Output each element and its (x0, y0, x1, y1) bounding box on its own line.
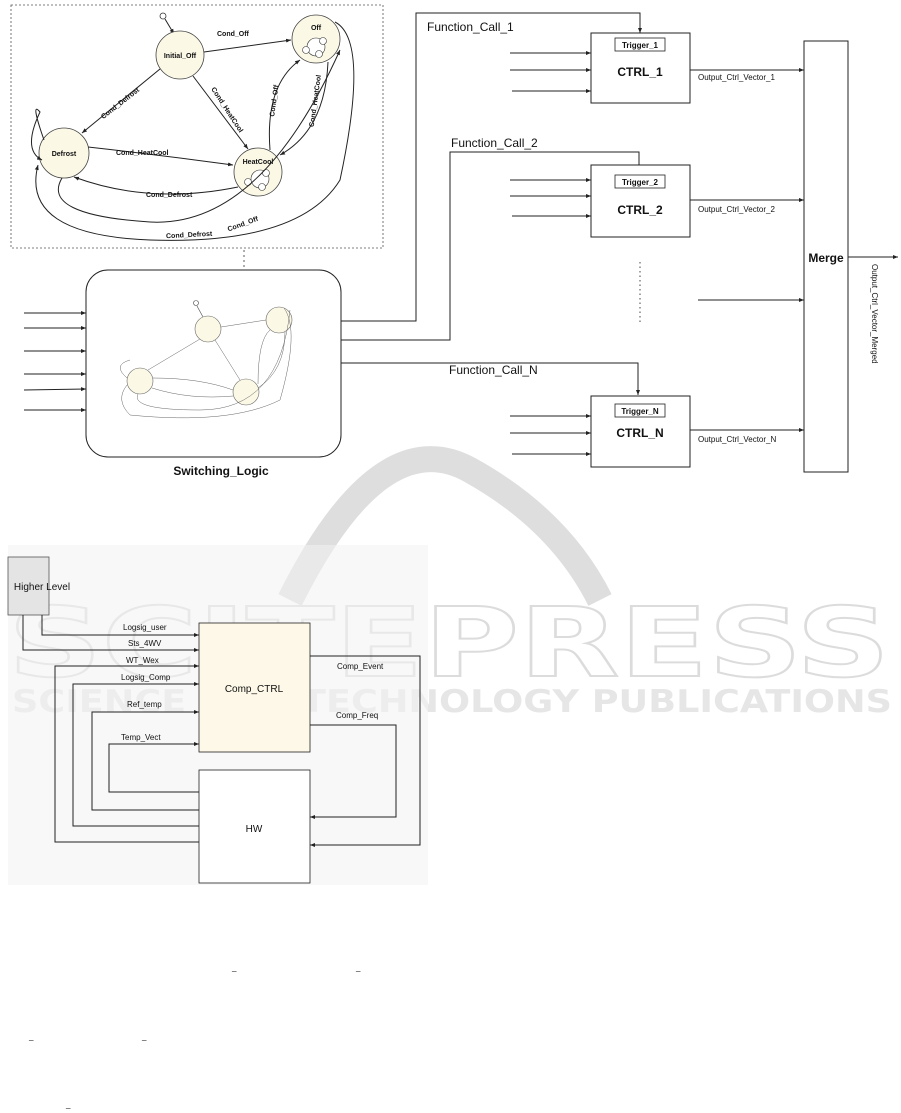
function-call-lines: Function_Call_1 Function_Call_2 Function… (341, 12, 642, 395)
transition-off-heatcool: Cond_HeatCool (309, 74, 323, 127)
statechart: Initial_Off Off Defrost HeatCool Cond_Of… (10, 4, 384, 249)
ctrl-2-block: Trigger_2 CTRL_2 Output_Ctrl_Vector_2 (510, 164, 804, 238)
output-ctrl-vector-2-label: Output_Ctrl_Vector_2 (698, 205, 775, 214)
output-ctrl-vector-n-label: Output_Ctrl_Vector_N (698, 435, 776, 444)
state-off-substates (302, 37, 327, 58)
trigger-2-label: Trigger_2 (622, 178, 659, 187)
switching-logic-block: Switching_Logic (23, 269, 342, 478)
comp-ctrl-box (198, 622, 311, 753)
signal-comp-freq: Comp_Freq (336, 711, 378, 720)
transition-loop-off: Cond_Off (227, 216, 260, 234)
ctrl-1-label: CTRL_1 (617, 65, 663, 79)
comp-ctrl-label: Comp_CTRL (225, 684, 284, 695)
ctrl-1-block: Trigger_1 CTRL_1 Output_Ctrl_Vector_1 (510, 32, 804, 104)
state-heatcool-label: HeatCool (243, 159, 274, 166)
state-initial-off-label: Initial_Off (164, 53, 197, 60)
transition-init-heatcool: Cond_HeatCool (209, 86, 243, 134)
signal-temp-vect: Temp_Vect (121, 733, 161, 742)
trigger-n-label: Trigger_N (621, 407, 659, 416)
merge-block: Merge Output_Ctrl_Vector_Merged (803, 40, 898, 473)
state-heatcool-substates (244, 169, 270, 191)
function-call-n-label: Function_Call_N (449, 363, 538, 377)
hw-label: HW (246, 824, 263, 835)
higher-level-box (7, 556, 50, 616)
mini-statechart (120, 300, 293, 419)
footer-mark-1: _ (231, 963, 237, 972)
ctrl-n-label: CTRL_N (616, 426, 663, 440)
state-off-label: Off (311, 25, 322, 32)
initial-marker (159, 12, 167, 20)
switching-logic-label: Switching_Logic (173, 464, 269, 478)
merge-output-label: Output_Ctrl_Vector_Merged (870, 264, 879, 364)
trigger-1-label: Trigger_1 (622, 41, 659, 50)
state-defrost-label: Defrost (52, 151, 77, 158)
footer-mark-5: _ (65, 1100, 71, 1109)
ctrl-2-label: CTRL_2 (617, 203, 663, 217)
switching-logic-inputs (23, 311, 87, 412)
signal-comp-event: Comp_Event (337, 662, 384, 671)
merge-label: Merge (808, 251, 844, 265)
signal-logsig-user: Logsig_user (123, 623, 167, 632)
signal-ref-temp: Ref_temp (127, 700, 162, 709)
state-initial-off (155, 30, 205, 80)
transition-init-off: Cond_Off (217, 31, 250, 38)
transition-heatcool-defrost: Cond_Defrost (146, 192, 193, 199)
transition-heatcool-off: Cond_Off (269, 84, 280, 117)
higher-level-label: Higher Level (14, 582, 70, 593)
function-call-1-label: Function_Call_1 (427, 20, 514, 34)
footer-mark-3: _ (28, 1032, 34, 1041)
function-call-2-label: Function_Call_2 (451, 136, 538, 150)
footer-marks: _ _ _ _ _ (28, 963, 361, 1109)
statechart-border (10, 4, 384, 249)
watermark-logo-arc (278, 446, 612, 606)
ctrl-n-block: Trigger_N CTRL_N Output_Ctrl_Vector_N (510, 395, 804, 468)
footer-mark-4: _ (141, 1032, 147, 1041)
signal-sts-4wv: Sts_4WV (128, 639, 162, 648)
transition-defrost-heatcool: Cond_HeatCool (116, 150, 169, 157)
switching-logic-frame (85, 269, 342, 458)
comp-ctrl-diagram: Higher Level Comp_CTRL HW Logsig_user St… (7, 545, 428, 885)
transition-init-defrost: Cond_Defrost (100, 86, 141, 120)
transition-loop-defrost: Cond_Defrost (166, 231, 213, 240)
footer-mark-2: _ (355, 963, 361, 972)
signal-logsig-comp: Logsig_Comp (121, 673, 171, 682)
signal-wt-wex: WT_Wex (126, 656, 159, 665)
state-defrost (38, 127, 90, 179)
output-ctrl-vector-1-label: Output_Ctrl_Vector_1 (698, 73, 775, 82)
